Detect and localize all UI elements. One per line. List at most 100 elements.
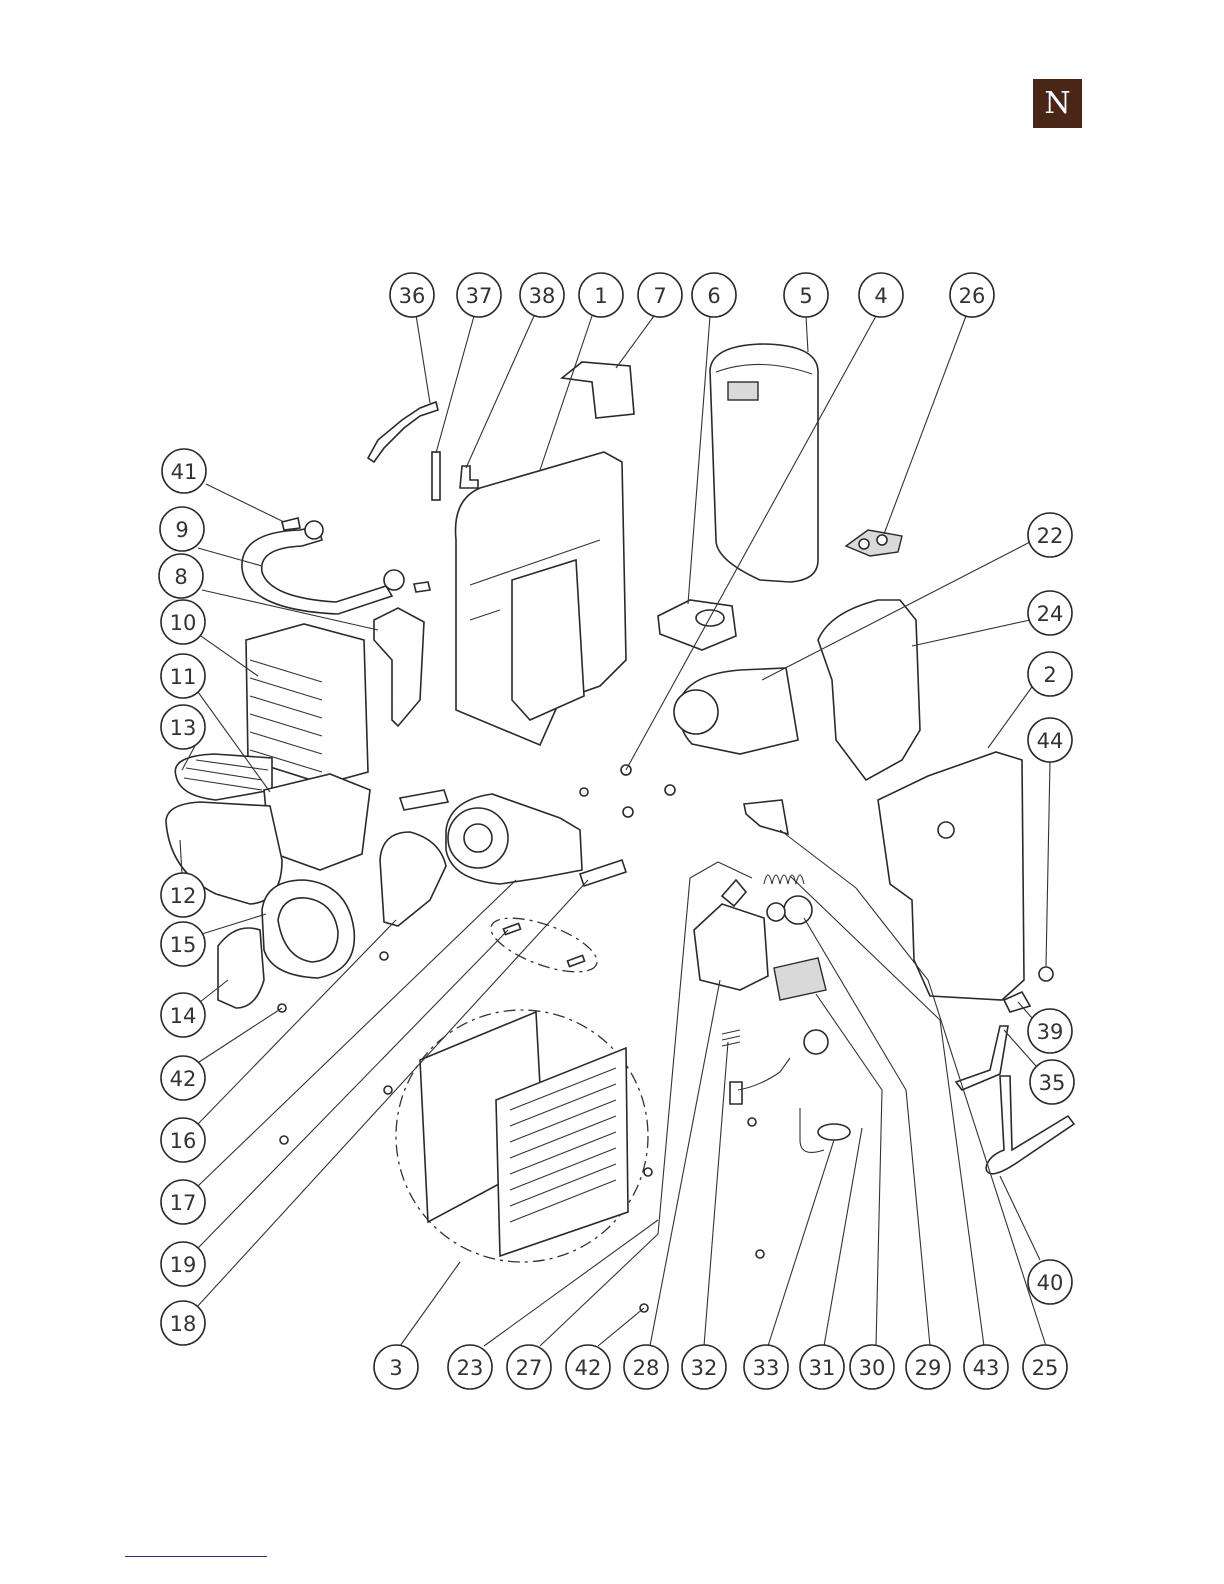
callout-30-label: 30 xyxy=(859,1356,886,1380)
leader-6 xyxy=(688,316,710,604)
leader-42b xyxy=(598,1308,644,1346)
callout-19: 19 xyxy=(161,1242,205,1286)
callout-6-label: 6 xyxy=(707,284,720,308)
part-17-unit-core xyxy=(464,824,492,852)
callout-3: 3 xyxy=(374,1345,418,1389)
callout-39-label: 39 xyxy=(1037,1020,1064,1044)
callout-27-label: 27 xyxy=(516,1356,543,1380)
part-25-bracket xyxy=(744,800,788,834)
callout-7: 7 xyxy=(638,273,682,317)
part-43-spring xyxy=(764,875,804,884)
callout-28-label: 28 xyxy=(633,1356,660,1380)
callout-22-label: 22 xyxy=(1037,524,1064,548)
callout-27: 27 xyxy=(507,1345,551,1389)
part-1-chassis-box xyxy=(512,560,584,720)
callout-11: 11 xyxy=(161,654,205,698)
callout-17: 17 xyxy=(161,1180,205,1224)
part-28-pump-outlet xyxy=(722,880,746,906)
callout-36: 36 xyxy=(390,273,434,317)
part-29-valve-b xyxy=(767,903,785,921)
callout-8: 8 xyxy=(159,554,203,598)
callout-4: 4 xyxy=(859,273,903,317)
leader-2 xyxy=(988,684,1034,748)
part-41-screw xyxy=(282,518,300,530)
callout-26: 26 xyxy=(950,273,994,317)
leader-33 xyxy=(768,1140,834,1346)
callout-29-label: 29 xyxy=(915,1356,942,1380)
part-37-bracket xyxy=(432,452,440,500)
part-44-grommet xyxy=(1039,967,1053,981)
part-29-valve xyxy=(784,896,812,924)
leader-40 xyxy=(1000,1176,1040,1260)
part-16-spout xyxy=(380,832,446,926)
callout-9: 9 xyxy=(160,507,204,551)
screw-d xyxy=(280,1136,288,1144)
washer-c xyxy=(580,788,588,796)
callout-28: 28 xyxy=(624,1345,668,1389)
leader-37 xyxy=(436,316,474,453)
callout-25: 25 xyxy=(1023,1345,1067,1389)
callout-44: 44 xyxy=(1028,718,1072,762)
callout-19-label: 19 xyxy=(170,1253,197,1277)
screw-c xyxy=(384,1086,392,1094)
screw-e xyxy=(644,1168,652,1176)
callout-44-label: 44 xyxy=(1037,729,1064,753)
leader-1 xyxy=(540,316,592,470)
callout-8-label: 8 xyxy=(174,565,187,589)
leader-26 xyxy=(884,316,966,534)
dowel-group-outline xyxy=(485,907,604,983)
washer-d xyxy=(623,807,633,817)
callout-43-label: 43 xyxy=(973,1356,1000,1380)
part-32-spring xyxy=(722,1030,740,1046)
screw-b xyxy=(380,952,388,960)
part-38-bracket xyxy=(460,466,478,488)
callout-14-label: 14 xyxy=(170,1004,197,1028)
part-14-nozzle xyxy=(218,928,264,1008)
part-18-connector xyxy=(580,860,626,886)
callout-18: 18 xyxy=(161,1301,205,1345)
callout-42-bottom-label: 42 xyxy=(575,1356,602,1380)
callout-24-label: 24 xyxy=(1037,602,1064,626)
callout-40-label: 40 xyxy=(1037,1271,1064,1295)
part-19-connector xyxy=(400,790,448,810)
callout-15: 15 xyxy=(161,922,205,966)
callout-13-label: 13 xyxy=(170,716,197,740)
callout-43: 43 xyxy=(964,1345,1008,1389)
part-2-housing-port xyxy=(938,822,954,838)
leader-32 xyxy=(704,1042,728,1346)
callout-40: 40 xyxy=(1028,1260,1072,1304)
part-26-knob-b xyxy=(877,535,887,545)
callout-11-label: 11 xyxy=(170,665,197,689)
callout-23: 23 xyxy=(448,1345,492,1389)
part-26-control-piece xyxy=(846,530,902,556)
part-22-thermoblock-face xyxy=(674,690,718,734)
part-8-lever xyxy=(374,608,424,726)
part-5-tank-handle xyxy=(728,382,758,400)
leader-5 xyxy=(806,316,808,352)
callout-15-label: 15 xyxy=(170,933,197,957)
callout-24: 24 xyxy=(1028,591,1072,635)
callout-32: 32 xyxy=(682,1345,726,1389)
callout-4-label: 4 xyxy=(874,284,887,308)
callout-14: 14 xyxy=(161,993,205,1037)
callout-17-label: 17 xyxy=(170,1191,197,1215)
leader-42a xyxy=(196,1008,282,1064)
dowel-a xyxy=(503,923,520,934)
callout-5-label: 5 xyxy=(799,284,812,308)
part-9-hose-end xyxy=(384,570,404,590)
washer-b xyxy=(665,785,675,795)
leader-7 xyxy=(616,316,654,368)
callout-33-label: 33 xyxy=(753,1356,780,1380)
callout-22: 22 xyxy=(1028,513,1072,557)
part-2-side-housing xyxy=(878,752,1024,1000)
callout-1: 1 xyxy=(579,273,623,317)
part-30-block xyxy=(774,958,826,1000)
callout-16-label: 16 xyxy=(170,1129,197,1153)
part-33-flowmeter xyxy=(818,1124,850,1140)
leader-36 xyxy=(416,315,430,403)
callout-25-label: 25 xyxy=(1032,1356,1059,1380)
callout-7-label: 7 xyxy=(653,284,666,308)
leader-38 xyxy=(466,316,534,468)
callout-10-label: 10 xyxy=(170,611,197,635)
callout-13: 13 xyxy=(161,705,205,749)
